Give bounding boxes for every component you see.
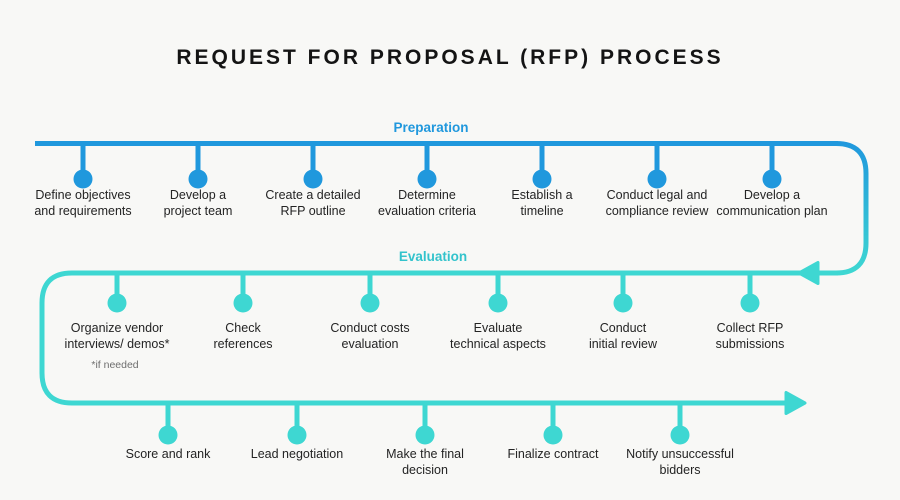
step-marker-dot — [107, 293, 127, 313]
step-label-preparation-6: Conduct legal and compliance review — [605, 188, 709, 218]
step-marker-dot — [740, 293, 760, 313]
step-marker-dot — [613, 293, 633, 313]
page-title: REQUEST FOR PROPOSAL (RFP) PROCESS — [176, 46, 724, 69]
step-label-preparation-3: Create a detailed RFP outline — [265, 188, 361, 218]
right-connector-curve — [824, 141, 869, 276]
step-label-final-1: Score and rank — [125, 447, 211, 461]
step-label-evaluation-2: Check references — [213, 321, 273, 351]
step-marker-dot — [543, 425, 563, 445]
step-label-evaluation-5: Conduct initial review — [588, 321, 658, 351]
step-marker-dot — [488, 293, 508, 313]
step-marker-dot — [73, 169, 93, 189]
step-marker-dot — [762, 169, 782, 189]
evaluation-final-timeline-line — [39, 270, 838, 406]
step-label-preparation-2: Develop a project team — [163, 188, 233, 218]
final-right-arrowhead — [784, 391, 807, 415]
step-marker-dot — [647, 169, 667, 189]
evaluation-left-arrowhead — [797, 261, 820, 285]
step-note: *if needed — [91, 359, 139, 371]
step-label-final-5: Notify unsuccessful bidders — [626, 447, 734, 477]
step-marker-dot — [670, 425, 690, 445]
section-label-evaluation: Evaluation — [398, 249, 468, 264]
step-marker-dot — [360, 293, 380, 313]
step-marker-dot — [233, 293, 253, 313]
step-marker-dot — [415, 425, 435, 445]
step-label-evaluation-3: Conduct costs evaluation — [330, 321, 410, 351]
step-label-final-4: Finalize contract — [507, 447, 599, 461]
step-label-preparation-1: Define objectives and requirements — [34, 188, 132, 218]
step-label-evaluation-4: Evaluate technical aspects — [450, 321, 546, 351]
step-label-evaluation-1: Organize vendor interviews/ demos* — [64, 321, 170, 351]
step-marker-dot — [287, 425, 307, 445]
step-label-preparation-4: Determine evaluation criteria — [378, 188, 476, 218]
step-label-final-3: Make the final decision — [386, 447, 464, 477]
step-label-final-2: Lead negotiation — [250, 447, 344, 461]
step-label-preparation-5: Establish a timeline — [511, 188, 573, 218]
step-marker-dot — [417, 169, 437, 189]
step-marker-dot — [303, 169, 323, 189]
section-label-preparation: Preparation — [393, 120, 469, 135]
step-marker-dot — [188, 169, 208, 189]
step-label-evaluation-6: Collect RFP submissions — [715, 321, 785, 351]
step-marker-dot — [158, 425, 178, 445]
step-marker-dot — [532, 169, 552, 189]
step-label-preparation-7: Develop a communication plan — [716, 188, 828, 218]
